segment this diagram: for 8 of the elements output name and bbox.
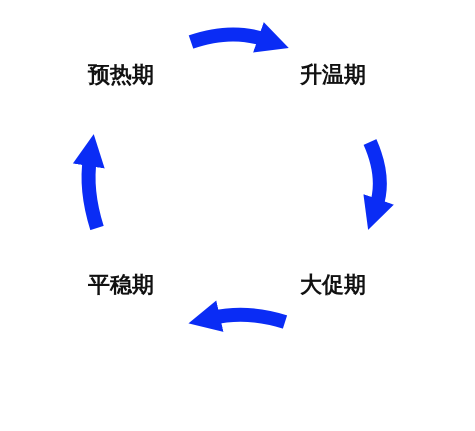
stage-label: 大促期 bbox=[300, 273, 366, 300]
curved-arrow bbox=[188, 22, 289, 53]
curved-arrow bbox=[72, 134, 105, 230]
stage-label: 升温期 bbox=[300, 63, 366, 90]
stage-label: 平稳期 bbox=[88, 273, 154, 300]
curved-arrow bbox=[362, 139, 394, 230]
curved-arrow bbox=[188, 300, 287, 332]
stage-label: 预热期 bbox=[88, 63, 154, 90]
